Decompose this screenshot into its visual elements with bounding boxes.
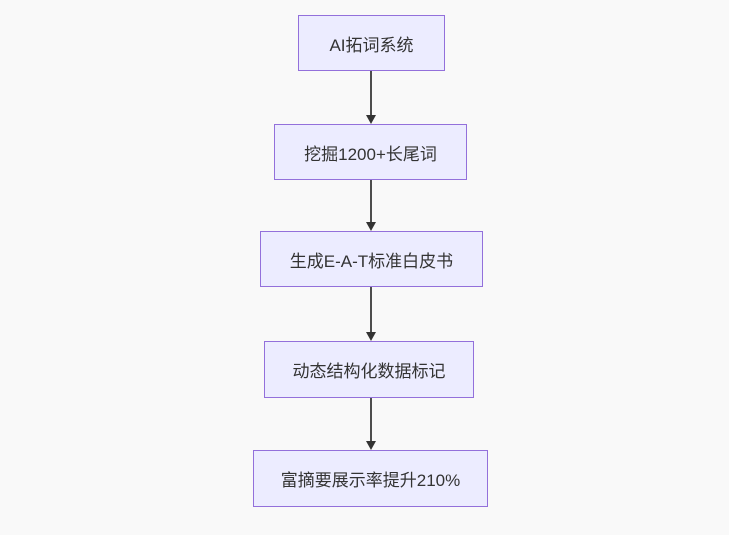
flow-arrow-3 bbox=[365, 287, 376, 341]
flow-node-eat-whitepaper: 生成E-A-T标准白皮书 bbox=[260, 231, 483, 287]
flow-node-rich-snippet-result: 富摘要展示率提升210% bbox=[253, 450, 488, 507]
arrow-head-icon bbox=[365, 441, 376, 450]
arrow-line bbox=[369, 287, 372, 332]
flow-node-label: 生成E-A-T标准白皮书 bbox=[289, 251, 454, 271]
flow-node-label: 富摘要展示率提升210% bbox=[280, 471, 461, 490]
flow-node-structured-data-markup: 动态结构化数据标记 bbox=[264, 341, 474, 398]
arrow-line bbox=[369, 180, 372, 222]
arrow-head-icon bbox=[365, 332, 376, 341]
arrow-line bbox=[369, 398, 372, 441]
flow-arrow-1 bbox=[365, 71, 376, 124]
flow-node-label: 动态结构化数据标记 bbox=[292, 362, 446, 381]
flow-node-ai-keyword-system: AI拓词系统 bbox=[298, 15, 445, 71]
flow-arrow-4 bbox=[365, 398, 376, 450]
flow-node-longtail-mining: 挖掘1200+长尾词 bbox=[274, 124, 467, 180]
arrow-line bbox=[369, 71, 372, 115]
flow-node-label: AI拓词系统 bbox=[329, 35, 414, 55]
arrow-head-icon bbox=[365, 115, 376, 124]
arrow-head-icon bbox=[365, 222, 376, 231]
flow-node-label: 挖掘1200+长尾词 bbox=[304, 144, 437, 164]
flow-arrow-2 bbox=[365, 180, 376, 231]
